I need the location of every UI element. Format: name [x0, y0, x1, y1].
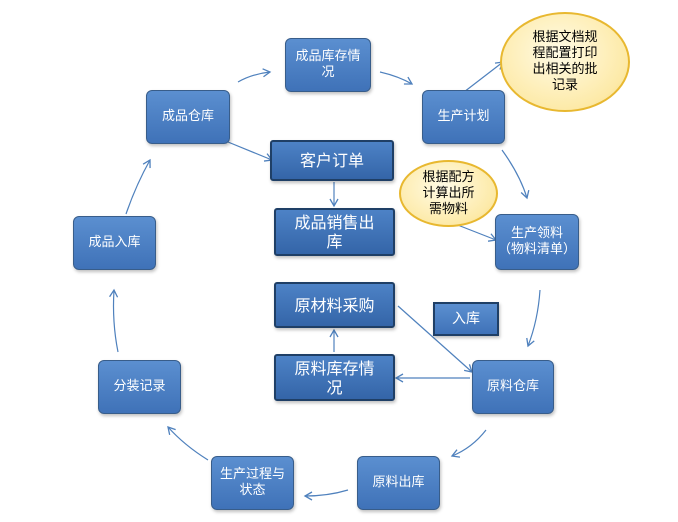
arrow-inbound-to-warehouse [125, 158, 151, 215]
arrow-packaging-to-inbound [109, 288, 119, 353]
arrow-raw-warehouse-to-outbound [450, 429, 487, 458]
arrow-purchase-to-raw-warehouse [397, 305, 473, 373]
node-customer-order: 客户订单 [270, 140, 394, 181]
arrow-process-to-packaging [167, 426, 209, 461]
node-finished-stock-status: 成品库存情 况 [285, 38, 371, 92]
node-raw-material-warehouse: 原料仓库 [472, 360, 554, 414]
arrow-plan-to-requisition [501, 149, 530, 200]
arrow-stock-status-to-plan [379, 71, 414, 85]
node-raw-material-stock-status: 原料库存情 况 [274, 354, 395, 401]
node-inbound-tag: 入库 [433, 302, 499, 336]
node-finished-goods-warehouse: 成品仓库 [146, 90, 230, 144]
note-calculate-materials: 根据配方 计算出所 需物料 [399, 160, 498, 227]
arrow-requisition-to-raw-warehouse [526, 289, 541, 348]
arrow-warehouse-to-stock-status [237, 68, 272, 83]
node-production-process: 生产过程与 状态 [211, 456, 294, 510]
node-raw-material-outbound: 原料出库 [357, 456, 440, 510]
node-finished-goods-inbound: 成品入库 [73, 216, 156, 270]
node-material-requisition: 生产领料 （物料清单） [495, 214, 579, 270]
arrow-warehouse-to-order [227, 141, 274, 162]
arrow-plan-to-print-note [463, 61, 505, 93]
note-print-batch-records: 根据文档规 程配置打印 出相关的批 记录 [500, 12, 630, 112]
node-production-plan: 生产计划 [422, 90, 505, 144]
node-packaging-record: 分装记录 [98, 360, 181, 414]
arrow-outbound-to-process [303, 489, 349, 501]
node-finished-goods-sales-outbound: 成品销售出 库 [274, 208, 395, 256]
node-raw-material-purchase: 原材料采购 [274, 282, 395, 328]
